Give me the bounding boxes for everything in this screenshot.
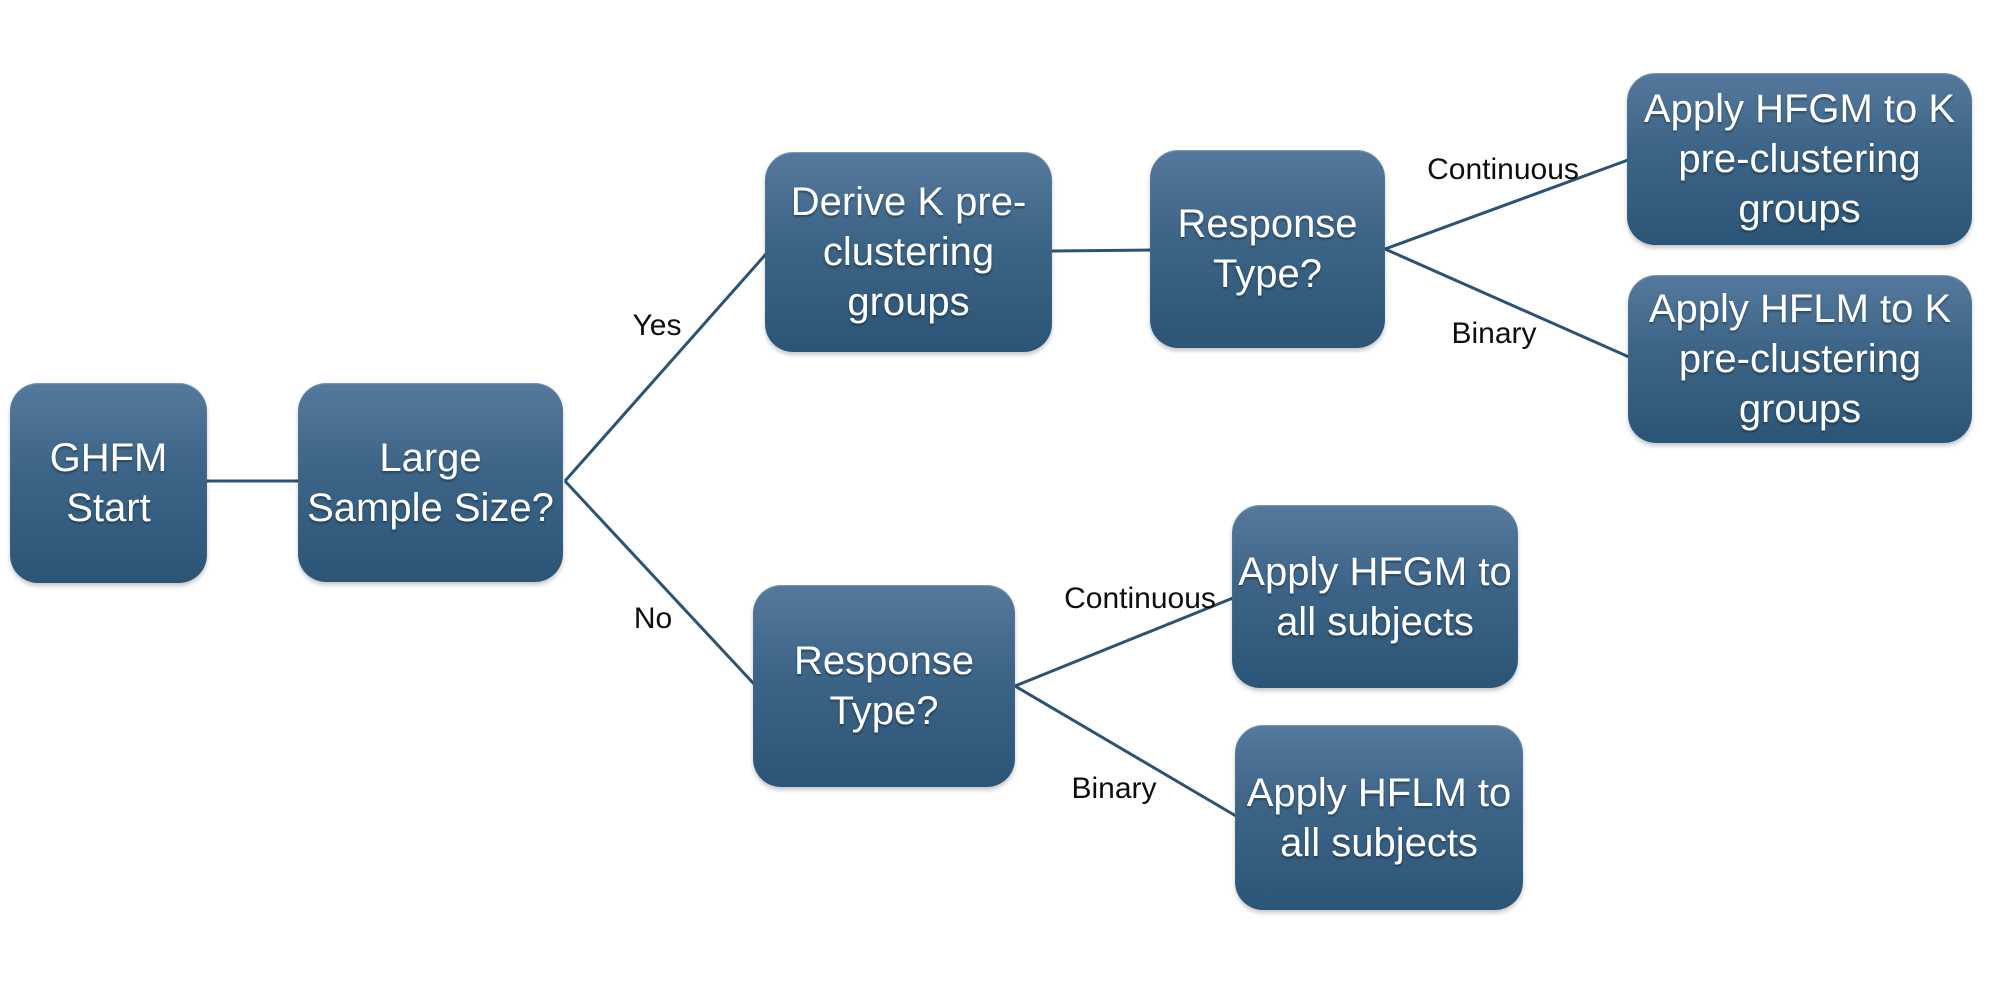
node-ghfm-start: GHFM Start — [10, 383, 207, 583]
node-apply-hflm-k: Apply HFLM to K pre-clustering groups — [1628, 275, 1972, 443]
edge-large-to-response-no — [563, 479, 756, 686]
node-apply-hflm-all: Apply HFLM to all subjects — [1235, 725, 1523, 910]
edge-label-no: No — [633, 602, 673, 635]
node-large-sample-size: Large Sample Size? — [298, 383, 563, 582]
node-apply-hfgm-all: Apply HFGM to all subjects — [1232, 505, 1518, 688]
edge-response-to-hfgm-k — [1384, 158, 1629, 251]
edge-response-to-hflm-all — [1014, 684, 1237, 818]
node-response-type-small: Response Type? — [753, 585, 1015, 787]
edge-label-continuous-bottom: Continuous — [1064, 582, 1216, 615]
node-apply-hfgm-k: Apply HFGM to K pre-clustering groups — [1627, 73, 1972, 245]
edge-label-continuous-top: Continuous — [1427, 153, 1579, 186]
node-derive-k-pre-clustering: Derive K pre- clustering groups — [765, 152, 1052, 352]
edge-label-yes: Yes — [632, 309, 682, 342]
edge-response-to-hfgm-all — [1014, 596, 1234, 688]
edge-large-to-derive-yes — [563, 253, 768, 482]
edge-derive-to-response — [1051, 248, 1152, 253]
edge-label-binary-bottom: Binary — [1071, 772, 1157, 805]
node-response-type-large: Response Type? — [1150, 150, 1385, 348]
edge-label-binary-top: Binary — [1451, 317, 1537, 350]
edge-response-to-hflm-k — [1384, 247, 1630, 359]
